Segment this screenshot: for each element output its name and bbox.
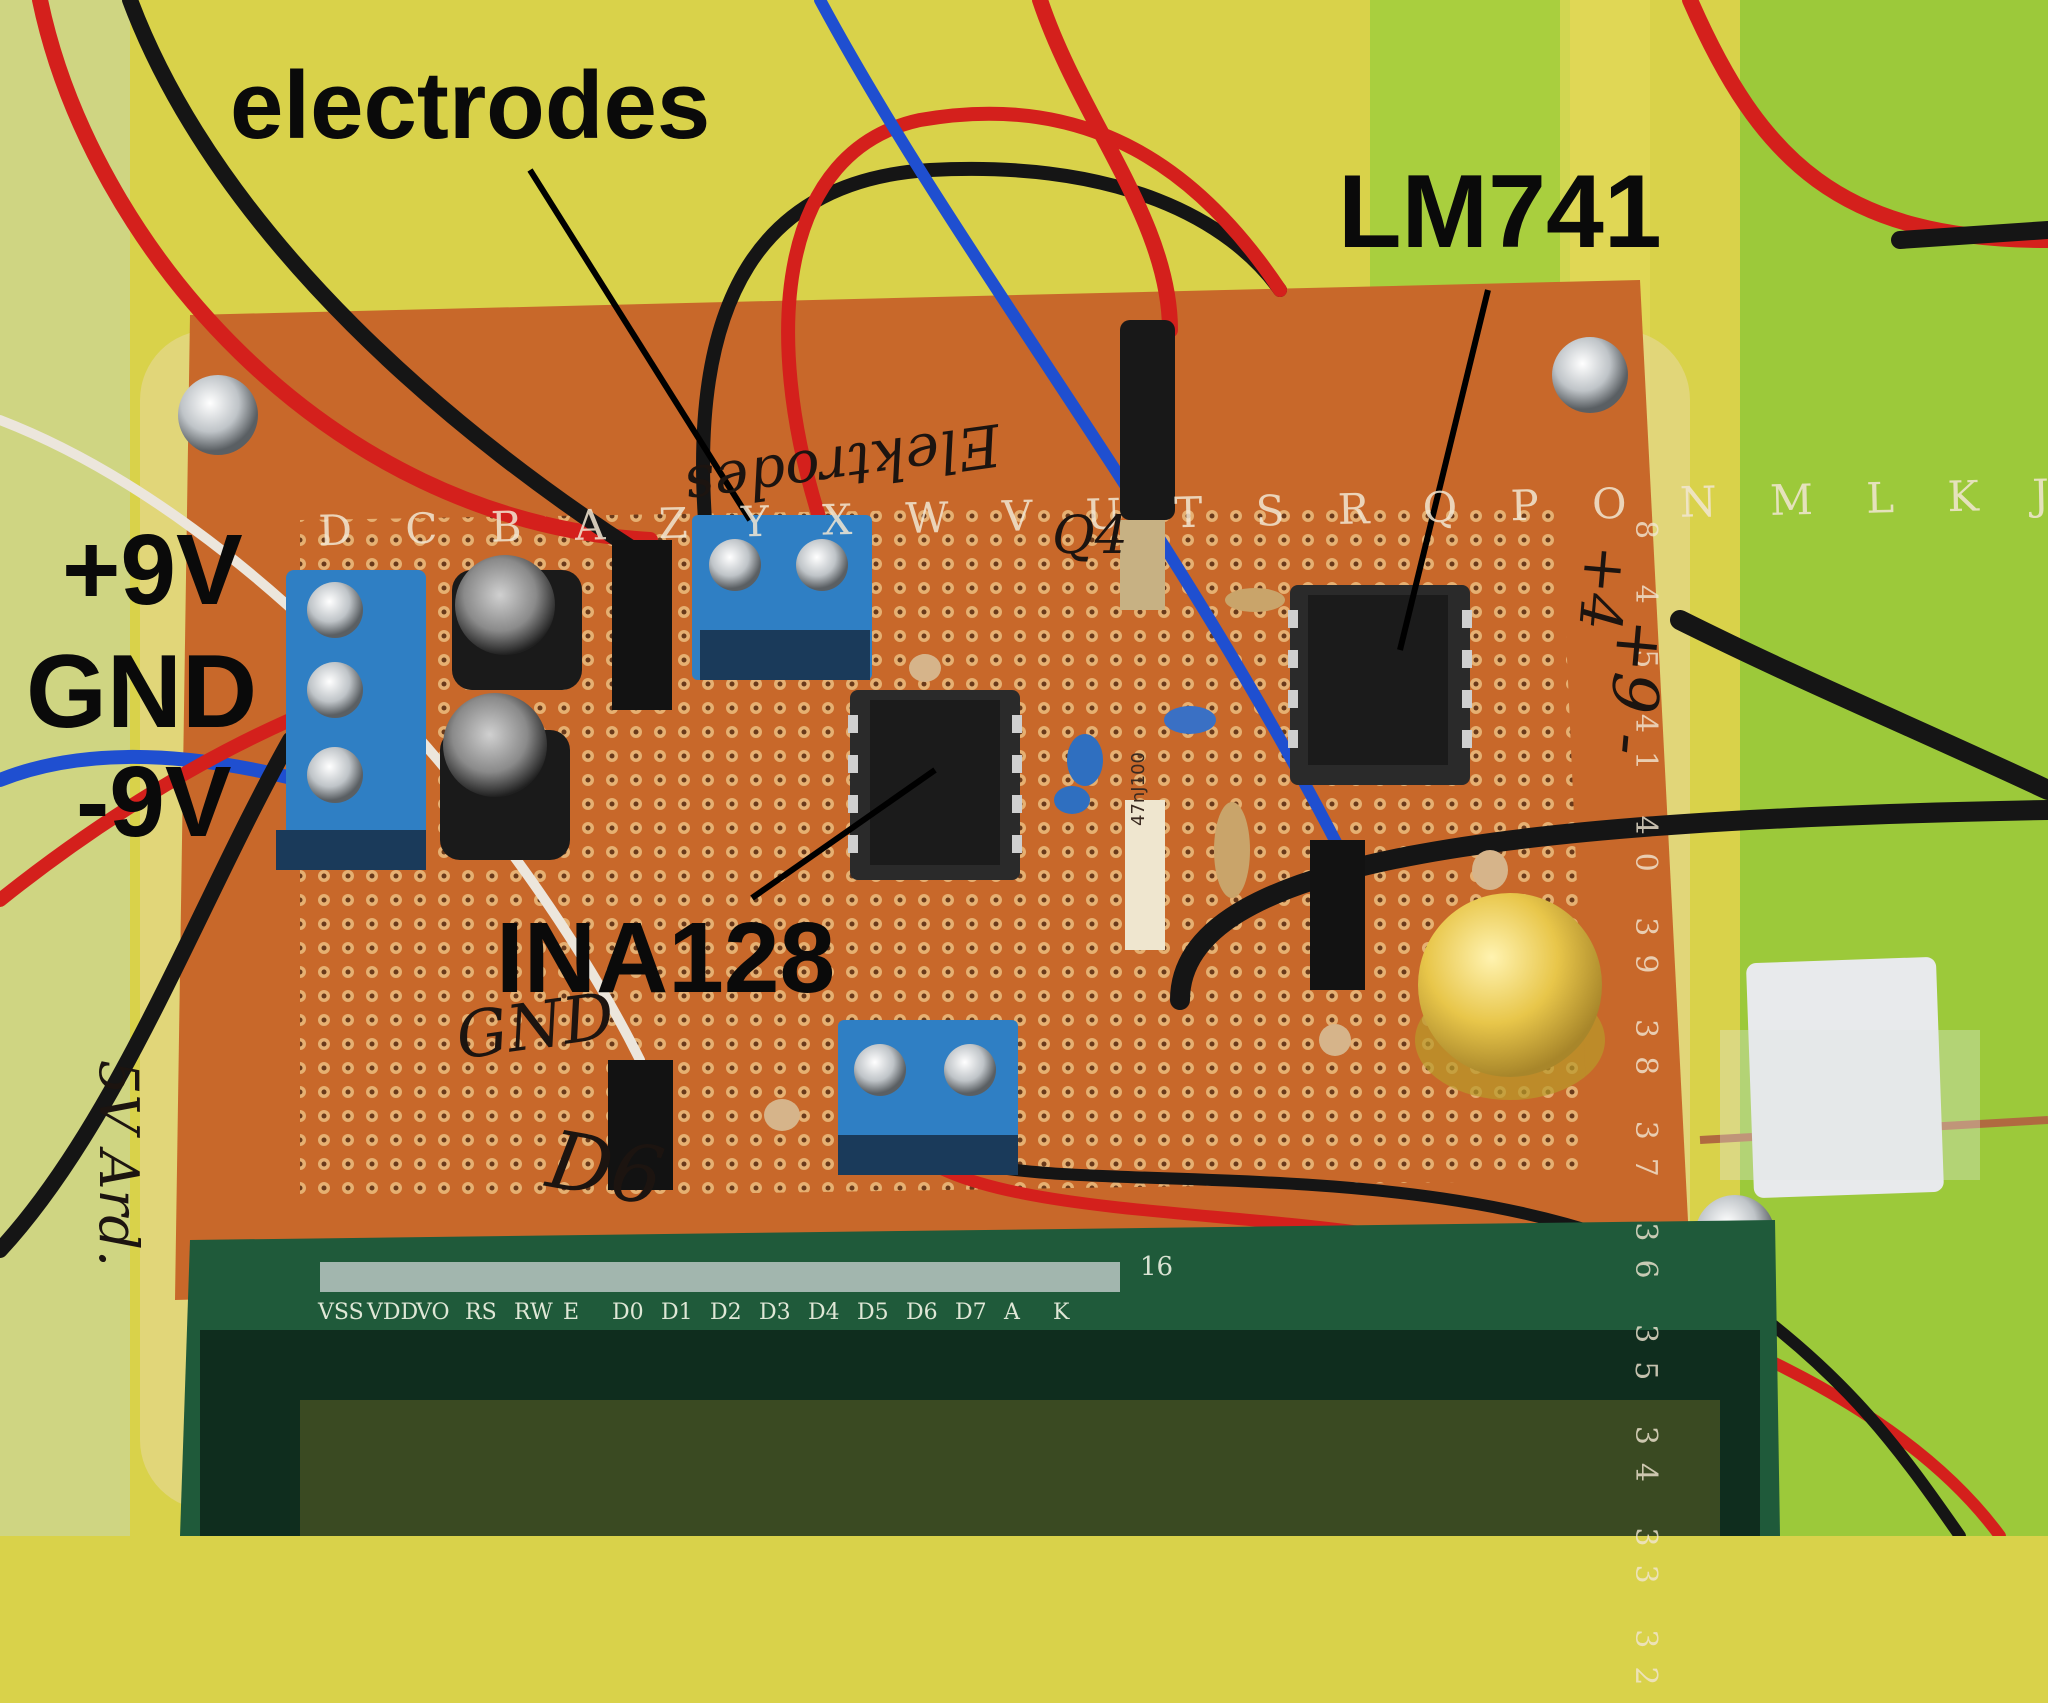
header-top	[612, 540, 672, 710]
lcd-pin-label: D0	[612, 1300, 644, 1325]
lcd-pin-label: D3	[759, 1300, 791, 1325]
electrode-terminal	[692, 515, 872, 680]
lcd-pin-label: E	[563, 1300, 580, 1325]
handwritten-q4: Q4	[1052, 506, 1128, 566]
label-lm741: LM741	[1338, 154, 1662, 270]
lcd-pin-label: VDD	[367, 1300, 419, 1325]
handwritten-plus9: +9 -	[1591, 615, 1677, 759]
lcd-pin-label: D6	[906, 1300, 938, 1325]
board-row-numbers: 8 4 5 41 40 39 38 37 36 35 34 33 32	[1628, 520, 1663, 1703]
lcd-pin-label: D1	[661, 1300, 693, 1325]
lcd-pin-label: D7	[955, 1300, 987, 1325]
black-wire-topright	[1891, 221, 2048, 249]
wires	[0, 0, 2048, 1536]
small-components	[764, 320, 1508, 1131]
handwritten-5v-ard: 5V Ard.	[87, 1060, 150, 1268]
red-wire-lower-left	[0, 713, 297, 907]
label-minus-9v: -9V	[76, 746, 232, 858]
yellow-led	[1415, 893, 1605, 1100]
lcd-pin-label: D5	[857, 1300, 889, 1325]
ina128-chip	[848, 690, 1022, 880]
lcd-pin-label: RW	[514, 1300, 553, 1325]
header-gnd	[608, 1060, 673, 1190]
lcd-pin-label: VSS	[318, 1300, 364, 1325]
label-electrodes: electrodes	[230, 52, 711, 159]
header-mid	[1310, 840, 1365, 990]
lcd-pin-label: D4	[808, 1300, 840, 1325]
lm741-chip	[1288, 585, 1472, 785]
blue-wire	[814, 0, 1346, 856]
label-ina128: INA128	[496, 902, 836, 1014]
black-wire-right	[1670, 610, 2048, 800]
electrode-tape	[1699, 957, 2048, 1198]
resistor-code: 47nJ100	[1128, 752, 1149, 826]
handwritten-d6: D6	[540, 1112, 671, 1225]
lcd-pin-label: VO	[416, 1300, 450, 1325]
lcd-pin-label: K	[1053, 1300, 1070, 1325]
red-wire-electrode	[781, 106, 1287, 527]
lcd-module	[180, 1220, 1780, 1536]
output-terminal	[838, 1020, 1018, 1175]
lcd-pin-label: A	[1004, 1300, 1020, 1325]
lcd-pin-label: D2	[710, 1300, 742, 1325]
black-wire-ground	[1170, 800, 2048, 1010]
circuit-photo	[0, 0, 2048, 1536]
label-plus-9v: +9V	[62, 514, 243, 626]
red-wire-left	[32, 0, 658, 548]
lcd-pin-label: RS	[465, 1300, 497, 1325]
power-terminal-block	[276, 570, 426, 870]
lcd-pin-count: 16	[1140, 1252, 1174, 1282]
electrolytic-capacitors	[440, 555, 582, 860]
black-wire-lower-left	[0, 732, 298, 1258]
red-wire-top	[1032, 0, 1178, 338]
label-gnd: GND	[26, 634, 258, 750]
